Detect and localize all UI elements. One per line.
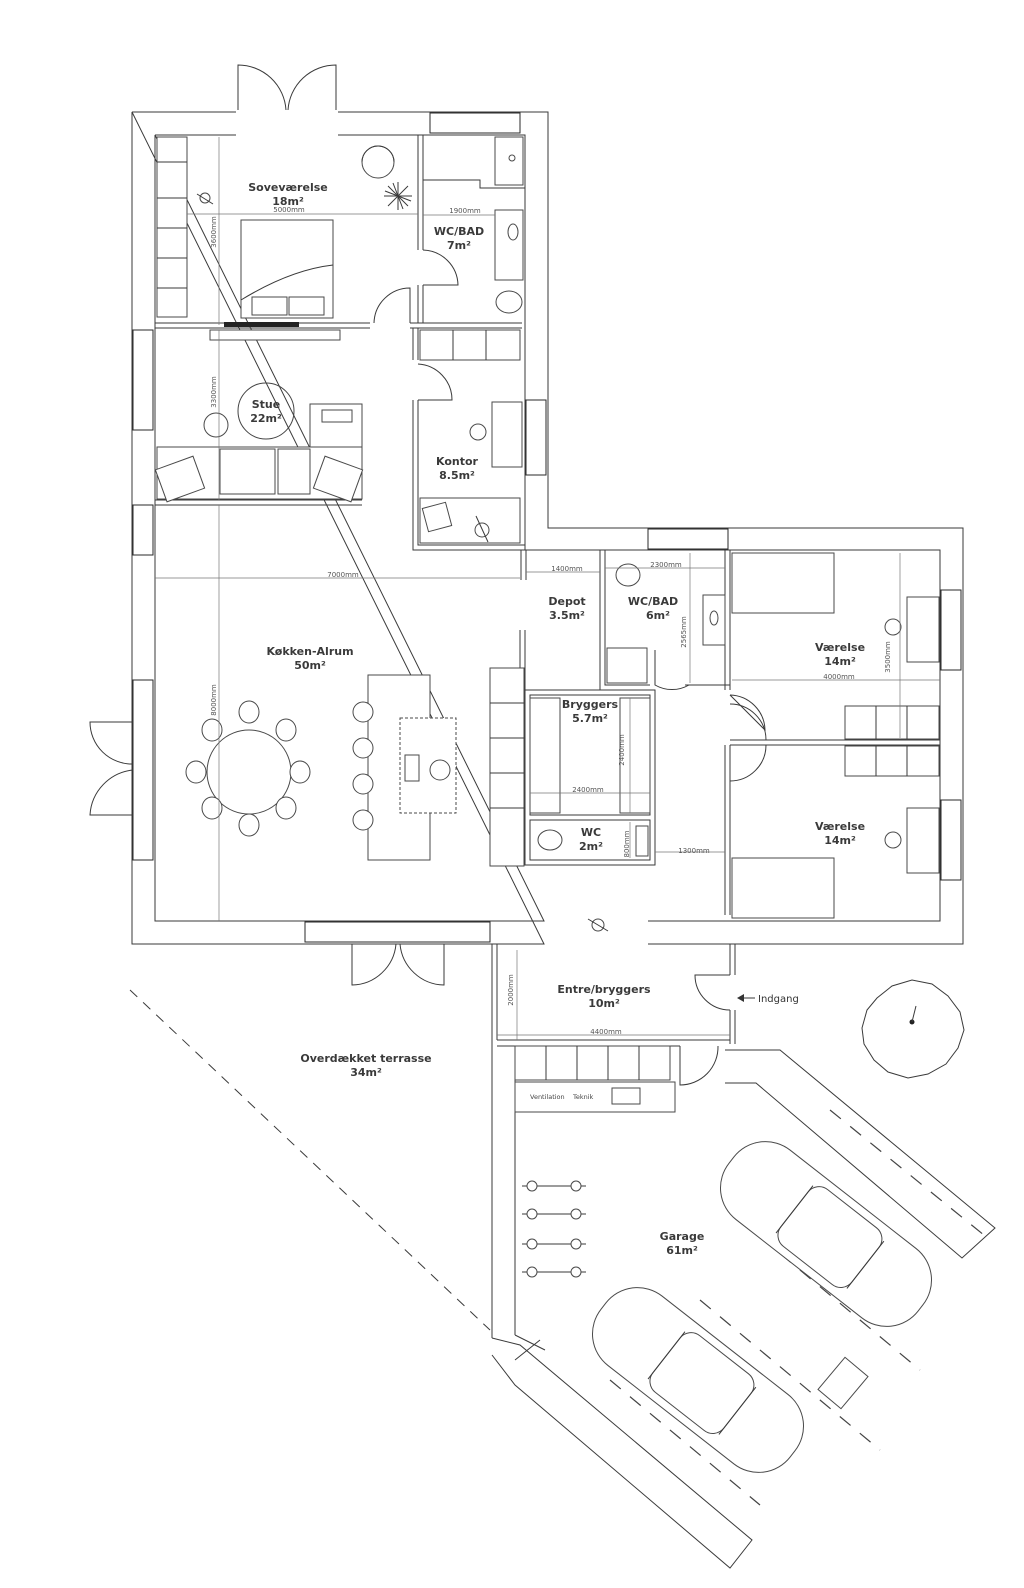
- exterior-walls: [131, 106, 964, 945]
- room-name-wc-bad-1: WC/BAD: [434, 225, 484, 238]
- dim-vaer-height: 3500mm: [884, 641, 892, 673]
- dim-bryg-width: 2400mm: [572, 786, 604, 794]
- dim-sove-width: 5000mm: [273, 206, 305, 214]
- room-area-wc-bad-2: 6m²: [646, 609, 670, 622]
- person-icon: [196, 192, 214, 205]
- room-area-bryggers: 5.7m²: [572, 712, 608, 725]
- room-area-kokken: 50m²: [294, 659, 326, 672]
- room-name-wc-bad-2: WC/BAD: [628, 595, 678, 608]
- dim-bad2-width: 2300mm: [650, 561, 682, 569]
- dim-kokken-width: 7000mm: [327, 571, 359, 579]
- room-area-wc: 2m²: [579, 840, 603, 853]
- room-labels: Soveværelse 18m² WC/BAD 7m² Stue 22m² Ko…: [237, 181, 865, 1257]
- dim-stue-height: 3300mm: [210, 376, 218, 408]
- room-name-kokken: Køkken-Alrum: [266, 645, 353, 658]
- room-name-bryggers: Bryggers: [562, 698, 619, 711]
- room-area-depot: 3.5m²: [549, 609, 585, 622]
- room-name-sovevaerelse: Soveværelse: [248, 181, 327, 194]
- dim-hall-width: 1300mm: [678, 847, 710, 855]
- room-name-vaerelse-2: Værelse: [815, 820, 865, 833]
- room-area-sovevaerelse: 18m²: [272, 195, 304, 208]
- car-icon: [719, 1141, 933, 1327]
- dim-bad1-width: 1900mm: [449, 207, 481, 215]
- dim-bryg-height: 2400mm: [618, 734, 626, 766]
- room-name-vaerelse-1: Værelse: [815, 641, 865, 654]
- dim-entre-width: 4400mm: [590, 1028, 622, 1036]
- room-area-kontor: 8.5m²: [439, 469, 475, 482]
- room-area-garage: 61m²: [666, 1244, 698, 1257]
- person-icon: [474, 515, 490, 543]
- dim-depot-width: 1400mm: [551, 565, 583, 573]
- room-name-stue: Stue: [252, 398, 280, 411]
- room-name-terrasse: Overdækket terrasse: [300, 1052, 431, 1065]
- room-name-entre: Entre/bryggers: [557, 983, 651, 996]
- bicycles: [522, 1180, 586, 1278]
- room-name-garage: Garage: [660, 1230, 705, 1243]
- dim-kokken-height: 8000mm: [210, 684, 218, 716]
- room-name-depot: Depot: [548, 595, 585, 608]
- entrance-label: Indgang: [758, 994, 799, 1005]
- room-area-terrasse: 34m²: [350, 1066, 382, 1079]
- dim-vaer-width: 4000mm: [823, 673, 855, 681]
- misc-labels: Indgang Ventilation Teknik: [530, 994, 799, 1101]
- person-icon: [587, 918, 609, 932]
- tree-icon: [861, 979, 965, 1079]
- teknik-label: Teknik: [572, 1093, 594, 1101]
- plant-icon: [384, 182, 412, 210]
- stue-label-circle: [237, 382, 295, 440]
- dim-sove-height: 3600mm: [210, 216, 218, 248]
- dim-bad2-height: 2565mm: [680, 616, 688, 648]
- room-name-kontor: Kontor: [436, 455, 479, 468]
- doors: [89, 64, 767, 1361]
- room-name-wc: WC: [581, 826, 601, 839]
- room-area-vaerelse-2: 14m²: [824, 834, 856, 847]
- dimension-labels: 5000mm 3600mm 1900mm 3300mm 7000mm 8000m…: [210, 206, 892, 1036]
- dim-entre-height: 2000mm: [507, 974, 515, 1006]
- room-area-vaerelse-1: 14m²: [824, 655, 856, 668]
- dim-wc-height: 800mm: [623, 830, 631, 857]
- ventilation-label: Ventilation: [530, 1093, 565, 1101]
- furniture: [154, 136, 965, 1473]
- room-area-entre: 10m²: [588, 997, 620, 1010]
- car-icon: [591, 1287, 805, 1473]
- dimension-lines: [155, 137, 940, 1040]
- room-area-wc-bad-1: 7m²: [447, 239, 471, 252]
- room-area-stue: 22m²: [250, 412, 282, 425]
